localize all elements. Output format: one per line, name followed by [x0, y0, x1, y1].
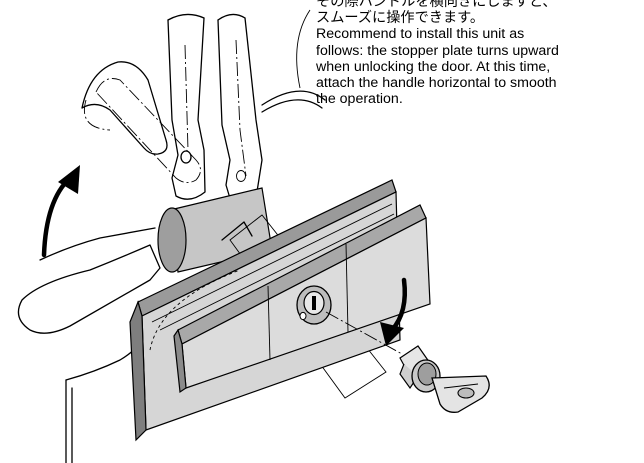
instruction-jp-line-2: スムーズに操作できます。 — [316, 10, 485, 27]
instruction-en-line-3: when unlocking the door. At this time, — [316, 58, 551, 75]
handle-upper-wing — [81, 61, 168, 155]
handle-upward-position-outline — [84, 78, 201, 183]
rotation-arrow-left — [41, 165, 80, 258]
rotation-arrow-right — [380, 277, 407, 346]
handle-lower-horizontal — [17, 227, 161, 334]
key-icon — [399, 345, 490, 413]
key-insertion-guide — [325, 311, 403, 355]
instruction-en-line-5: the operation. — [316, 91, 403, 108]
instruction-en-line-1: Recommend to install this unit as — [316, 26, 525, 43]
instruction-callout: その際ハンドルを横向きにしますと、 スムーズに操作できます。 Recommend… — [316, 0, 644, 107]
callout-leader-line — [296, 9, 311, 89]
stopper-rod-right — [184, 13, 263, 208]
instruction-en-line-4: attach the handle horizontal to smooth — [316, 75, 557, 92]
cable — [261, 90, 326, 113]
instruction-jp-line-1: その際ハンドルを横向きにしますと、 — [316, 0, 557, 10]
instruction-en-line-2: follows: the stopper plate turns upward — [316, 42, 559, 59]
keyhole-cylinder — [296, 285, 332, 325]
